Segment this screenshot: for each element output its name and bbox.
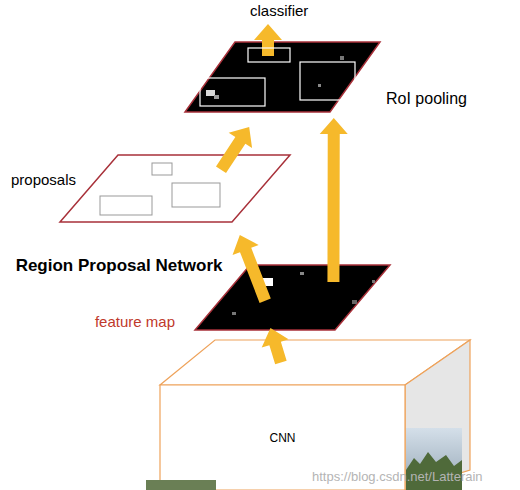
output-label: classifier: [250, 2, 308, 19]
activation-speckle: [255, 286, 261, 291]
proposal-box: [172, 183, 220, 207]
roi-region: [300, 62, 355, 100]
activation-speckle: [340, 56, 344, 60]
edge-label: Region Proposal Network: [16, 256, 223, 276]
activation-speckle: [263, 278, 273, 286]
node-outline: [185, 42, 380, 112]
activation-speckle: [372, 280, 375, 283]
feature-map-layer: feature map: [195, 265, 390, 330]
proposal-box: [100, 196, 152, 215]
cnn-block: CNN: [160, 340, 470, 490]
activation-speckle: [318, 84, 321, 87]
activation-speckle: [206, 90, 215, 96]
node-label: RoI pooling: [386, 90, 467, 108]
activation-speckle: [352, 300, 357, 304]
activation-speckle: [300, 272, 304, 275]
flow-arrow: [233, 235, 271, 303]
node-outline: [60, 155, 290, 222]
input-photo: [406, 452, 462, 490]
input-photo: [146, 480, 216, 490]
proposal-box: [152, 163, 172, 175]
node-outline: [195, 265, 390, 330]
activation-speckle: [214, 95, 219, 99]
node-label: feature map: [95, 313, 175, 330]
flow-arrow: [262, 328, 289, 364]
node-outline: [405, 340, 470, 490]
flow-arrow: [320, 118, 348, 282]
roi-region: [248, 48, 290, 62]
node-outline: [195, 265, 390, 330]
node-label: proposals: [11, 171, 76, 188]
node-outline: [160, 340, 470, 490]
flow-arrow: [216, 127, 252, 173]
node-outline: [185, 42, 380, 112]
roi-region: [200, 78, 265, 106]
node-outline: [160, 385, 405, 490]
roi-pooling-layer: RoI pooling: [185, 42, 380, 112]
output-arrow: [254, 24, 282, 56]
proposals-layer: proposals: [60, 155, 290, 222]
activation-speckle: [232, 312, 236, 315]
node-label: CNN: [160, 385, 405, 490]
input-photo: [406, 428, 462, 490]
node-outline: [60, 155, 290, 222]
